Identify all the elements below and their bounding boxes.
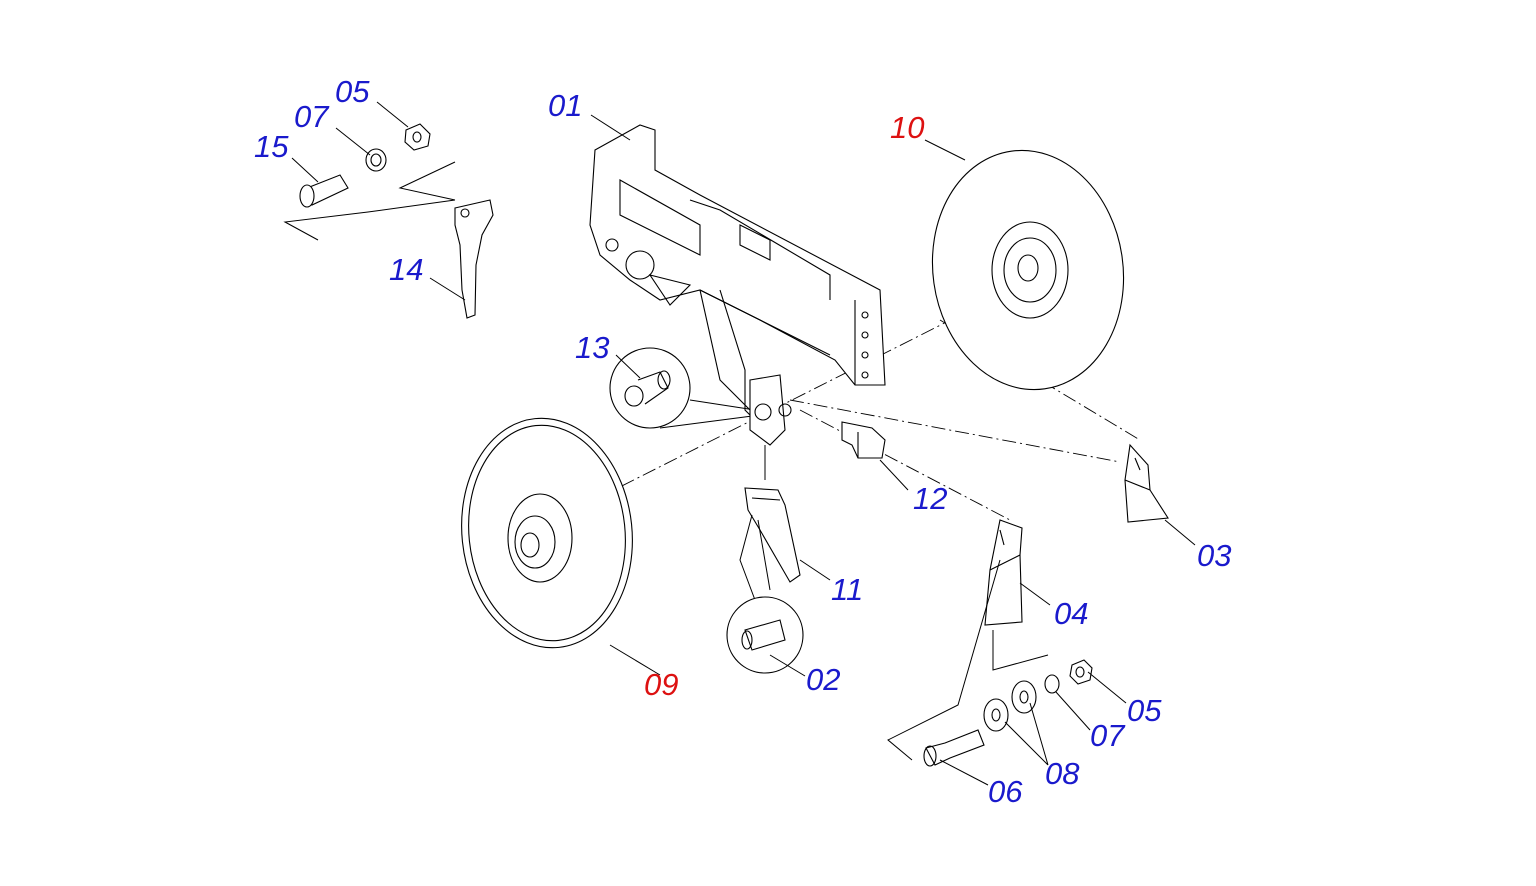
callout-12: 12 xyxy=(913,481,948,516)
pin-detail-part-13 xyxy=(609,347,761,429)
disc-part-09 xyxy=(461,417,633,649)
tine-part-14 xyxy=(454,199,494,319)
callout-03: 03 xyxy=(1197,538,1232,573)
callout-06: 06 xyxy=(988,774,1023,809)
callout-leaders xyxy=(291,101,1196,786)
callout-09: 09 xyxy=(644,667,679,702)
assembly-axis-lines xyxy=(599,294,1141,521)
callout-13: 13 xyxy=(575,330,610,365)
clip-part-12 xyxy=(841,421,886,459)
hinge-bracket xyxy=(749,374,792,480)
callout-15: 15 xyxy=(254,129,289,164)
callout-05-upper: 05 xyxy=(335,74,370,109)
scraper-part-03 xyxy=(1124,443,1169,523)
disc-part-10 xyxy=(931,149,1125,391)
scraper-part-04 xyxy=(887,519,1049,761)
bolt-assembly-lower xyxy=(923,659,1093,767)
sleeve-detail-part-02 xyxy=(726,596,804,674)
scraper-blade-part-11 xyxy=(739,487,801,601)
callout-04: 04 xyxy=(1054,596,1089,631)
frame-arm-part-01 xyxy=(589,124,886,426)
callout-10: 10 xyxy=(890,110,925,145)
callout-08: 08 xyxy=(1045,756,1080,791)
callout-07-lower: 07 xyxy=(1090,718,1125,753)
callout-11: 11 xyxy=(831,572,864,607)
callout-07-upper: 07 xyxy=(294,99,329,134)
callout-05-lower: 05 xyxy=(1127,693,1162,728)
bolt-assembly-upper xyxy=(283,123,456,241)
callout-01: 01 xyxy=(548,88,583,123)
callout-14: 14 xyxy=(389,252,424,287)
callout-02: 02 xyxy=(806,662,841,697)
